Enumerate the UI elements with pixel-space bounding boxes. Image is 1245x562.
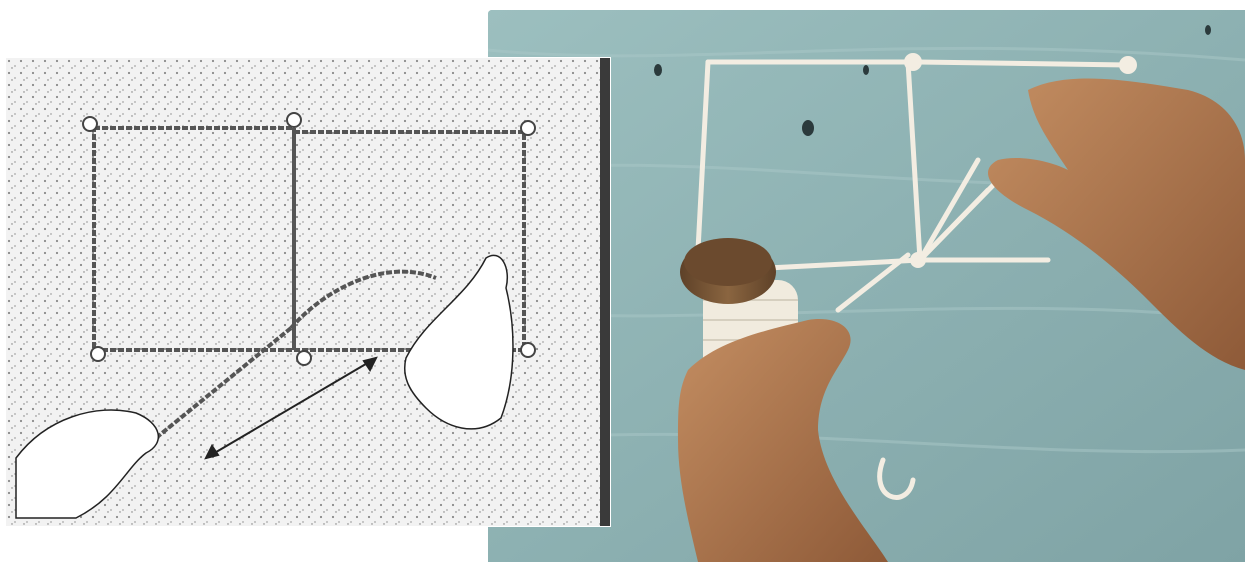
sketch-panel	[6, 58, 610, 526]
rope-sketch	[6, 58, 610, 526]
sketch-edge	[600, 58, 610, 526]
